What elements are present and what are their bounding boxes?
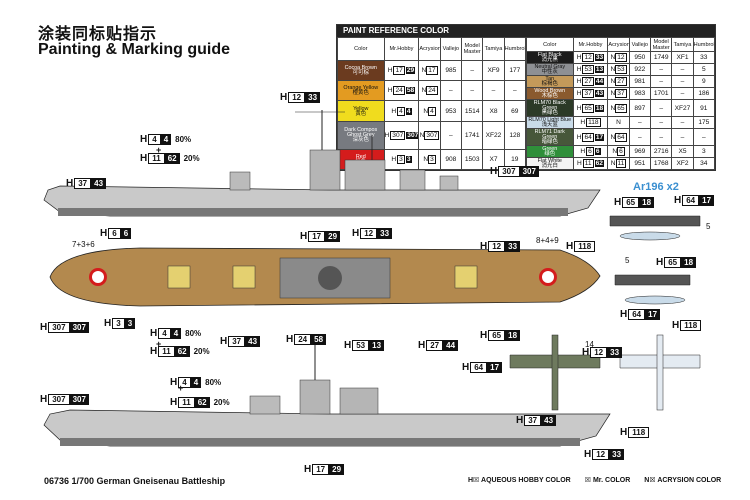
humbrol-code: 128 <box>503 120 527 150</box>
paint-row: Red红色H33N39081503X719 <box>337 148 527 171</box>
ship-side-view-bottom <box>43 345 611 447</box>
vallejo-code: 951 <box>628 157 652 170</box>
column-header: Mr.Hobby <box>383 36 420 62</box>
bow-decal-label: 7+3+6 <box>72 240 95 249</box>
ship-top-view <box>49 247 601 307</box>
reference-heading: PAINT REFERENCE COLOR <box>337 25 715 37</box>
plus-sign: + <box>178 383 184 393</box>
aircraft-drawings <box>509 215 701 411</box>
column-header: Color <box>337 36 385 62</box>
legend-acrysion: N☒ ACRYSION COLOR <box>644 477 722 484</box>
humbrol-code: 175 <box>692 116 716 129</box>
humbrol-code: 34 <box>692 157 716 170</box>
title-chinese: 涂装同标贴指示 <box>38 26 158 43</box>
column-header: Vallejo <box>439 36 463 62</box>
bottom-label: 06736 1/700 German Gneisenau Battleship <box>44 476 226 486</box>
plus-sign: + <box>156 145 162 155</box>
legend: H☒ AQUEOUS HOBBY COLOR ☒ Mr. COLOR N☒ AC… <box>468 476 721 484</box>
stern-decal-label: 8+4+9 <box>536 236 559 245</box>
humbrol-code: 19 <box>503 148 527 171</box>
plus-sign: + <box>156 339 162 349</box>
marking-fourteen: 14 <box>585 340 594 349</box>
marking-five-b: 5 <box>625 256 630 265</box>
ship-side-view-top <box>43 110 601 217</box>
title-english: Painting & Marking guide <box>38 41 231 58</box>
column-header: Acrysion <box>418 36 441 62</box>
marking-five-a: 5 <box>706 222 711 231</box>
legend-mr-color: ☒ Mr. COLOR <box>584 477 631 484</box>
column-header: Humbrol <box>503 36 527 62</box>
legend-aqueous: H☒ AQUEOUS HOBBY COLOR <box>468 477 571 484</box>
aircraft-title: Ar196 x2 <box>633 181 679 193</box>
